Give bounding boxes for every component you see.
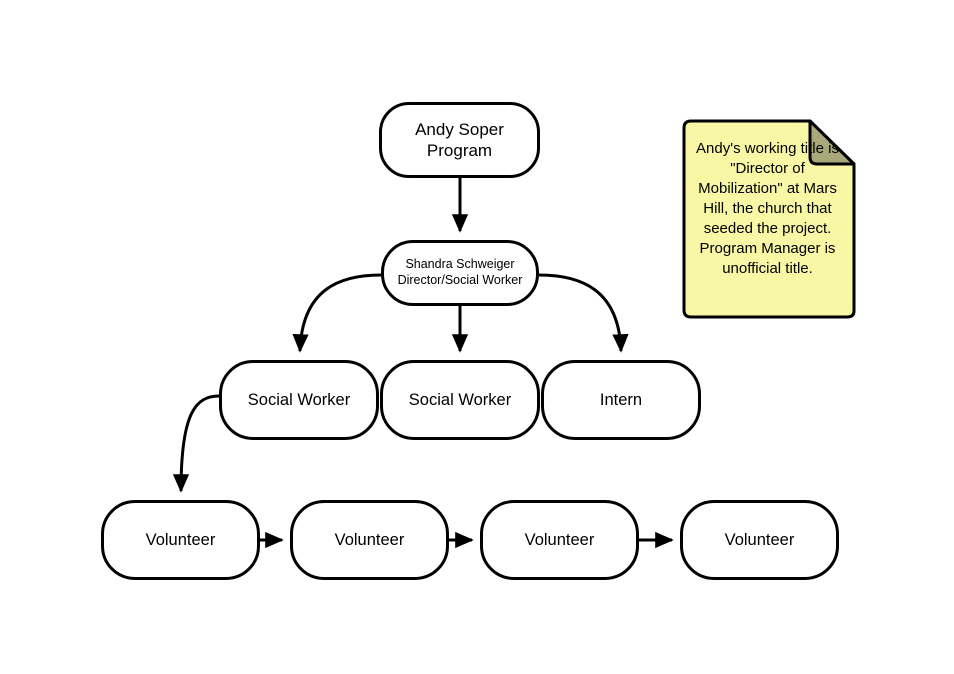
- node-andy-soper[interactable]: Andy Soper Program: [379, 102, 540, 178]
- node-volunteer-4[interactable]: Volunteer: [680, 500, 839, 580]
- sticky-note-shape: [682, 119, 856, 319]
- sticky-note[interactable]: Andy's working title is "Director of Mob…: [679, 119, 856, 319]
- connector-sw1-to-v1: [172, 394, 220, 493]
- node-volunteer-1[interactable]: Volunteer: [101, 500, 260, 580]
- node-andy-soper-line1: Andy Soper: [415, 119, 504, 139]
- node-shandra-schweiger[interactable]: Shandra Schweiger Director/Social Worker: [381, 240, 539, 306]
- node-intern[interactable]: Intern: [541, 360, 701, 440]
- connector-shandra-to-intern: [538, 273, 629, 353]
- node-shandra-schweiger-line1: Shandra Schweiger: [405, 257, 515, 272]
- node-social-worker-2-label: Social Worker: [408, 390, 512, 409]
- node-social-worker-1[interactable]: Social Worker: [219, 360, 379, 440]
- node-shandra-schweiger-line2: Director/Social Worker: [397, 273, 523, 287]
- node-intern-label: Intern: [599, 390, 643, 409]
- node-social-worker-2[interactable]: Social Worker: [380, 360, 540, 440]
- node-volunteer-3[interactable]: Volunteer: [480, 500, 639, 580]
- node-volunteer-3-label: Volunteer: [524, 530, 595, 549]
- node-volunteer-2-label: Volunteer: [334, 530, 405, 549]
- node-volunteer-1-label: Volunteer: [145, 530, 216, 549]
- node-volunteer-2[interactable]: Volunteer: [290, 500, 449, 580]
- sticky-note-text: Andy's working title is "Director of Mob…: [696, 140, 839, 277]
- node-andy-soper-line2: Program: [426, 141, 493, 160]
- connector-shandra-to-sw1: [292, 273, 382, 353]
- sticky-note-body: [682, 119, 856, 319]
- node-volunteer-4-label: Volunteer: [724, 530, 795, 549]
- sticky-note-fold: [808, 119, 856, 166]
- node-social-worker-1-label: Social Worker: [247, 390, 351, 409]
